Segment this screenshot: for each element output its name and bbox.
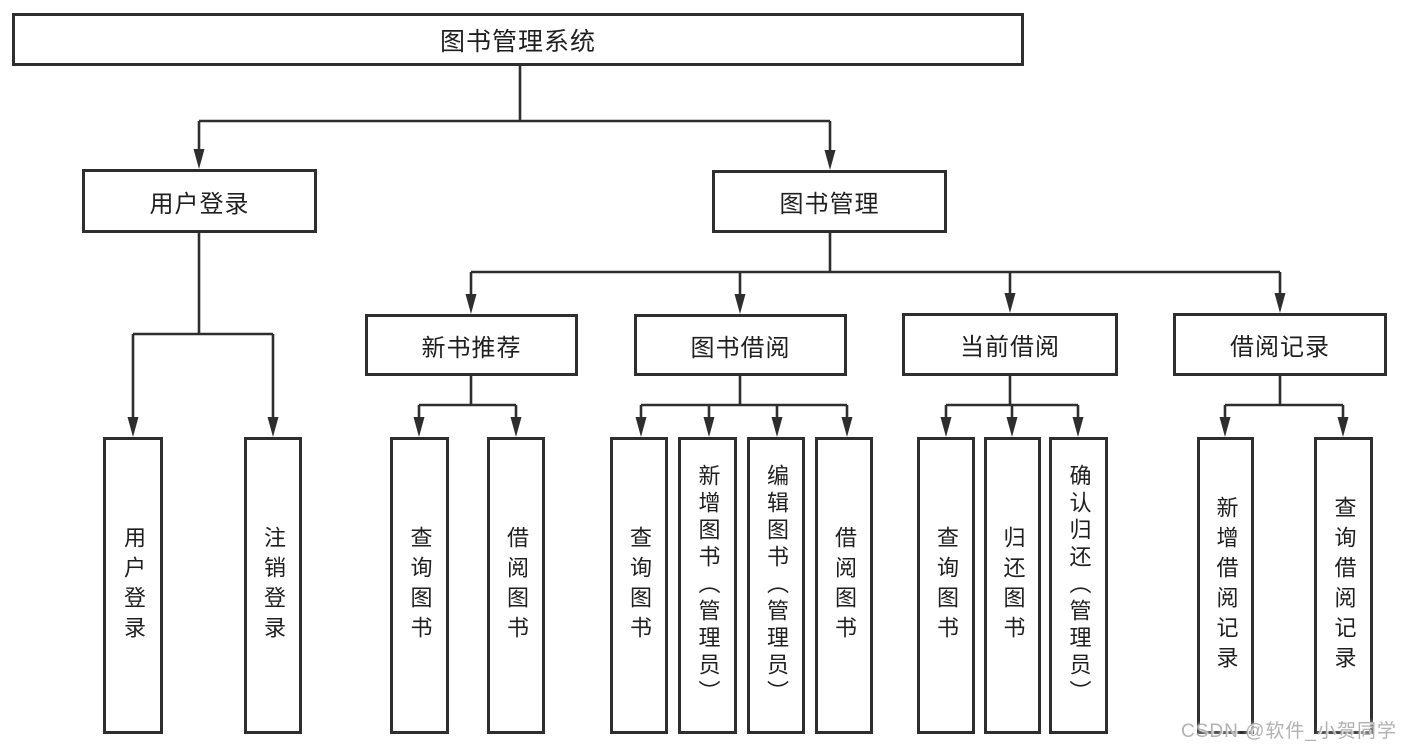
leaf-return-books: 归还图书 xyxy=(984,437,1041,734)
node-root-system: 图书管理系统 xyxy=(12,13,1024,66)
node-book-borrow: 图书借阅 xyxy=(634,314,847,376)
leaf-borrow-books: 借阅图书 xyxy=(815,437,873,734)
connector-book-management-to-sections xyxy=(465,233,1286,314)
node-borrow-records: 借阅记录 xyxy=(1173,313,1387,376)
leaf-recommend-borrow-books: 借阅图书 xyxy=(487,437,545,734)
node-user-login: 用户登录 xyxy=(82,169,317,233)
leaf-add-borrow-record: 新增借阅记录 xyxy=(1197,437,1254,734)
leaf-add-books-admin: 新增图书（管理员） xyxy=(678,437,737,734)
leaf-current-query-books: 查询图书 xyxy=(917,437,975,734)
connector-new-book-recommend-to-leaves xyxy=(413,376,522,437)
connector-borrow-records-to-leaves xyxy=(1219,376,1349,437)
node-book-management: 图书管理 xyxy=(712,170,947,233)
node-new-book-recommend: 新书推荐 xyxy=(365,314,578,376)
leaf-edit-books-admin: 编辑图书（管理员） xyxy=(747,437,805,734)
connector-book-borrow-to-leaves xyxy=(635,376,853,437)
connector-current-borrow-to-leaves xyxy=(940,376,1084,437)
leaf-query-borrow-record: 查询借阅记录 xyxy=(1314,437,1373,734)
node-current-borrow: 当前借阅 xyxy=(902,313,1118,376)
connector-user-login-to-leaves xyxy=(127,233,279,437)
leaf-borrow-query-books: 查询图书 xyxy=(610,437,668,734)
connector-root-to-level2 xyxy=(193,66,836,170)
leaf-logout: 注销登录 xyxy=(244,437,302,734)
leaf-confirm-return-admin: 确认归还（管理员） xyxy=(1049,437,1108,734)
leaf-recommend-query-books: 查询图书 xyxy=(390,437,449,734)
leaf-user-login: 用户登录 xyxy=(103,437,163,734)
csdn-watermark: CSDN @软件_小贺同学 xyxy=(1181,721,1397,742)
